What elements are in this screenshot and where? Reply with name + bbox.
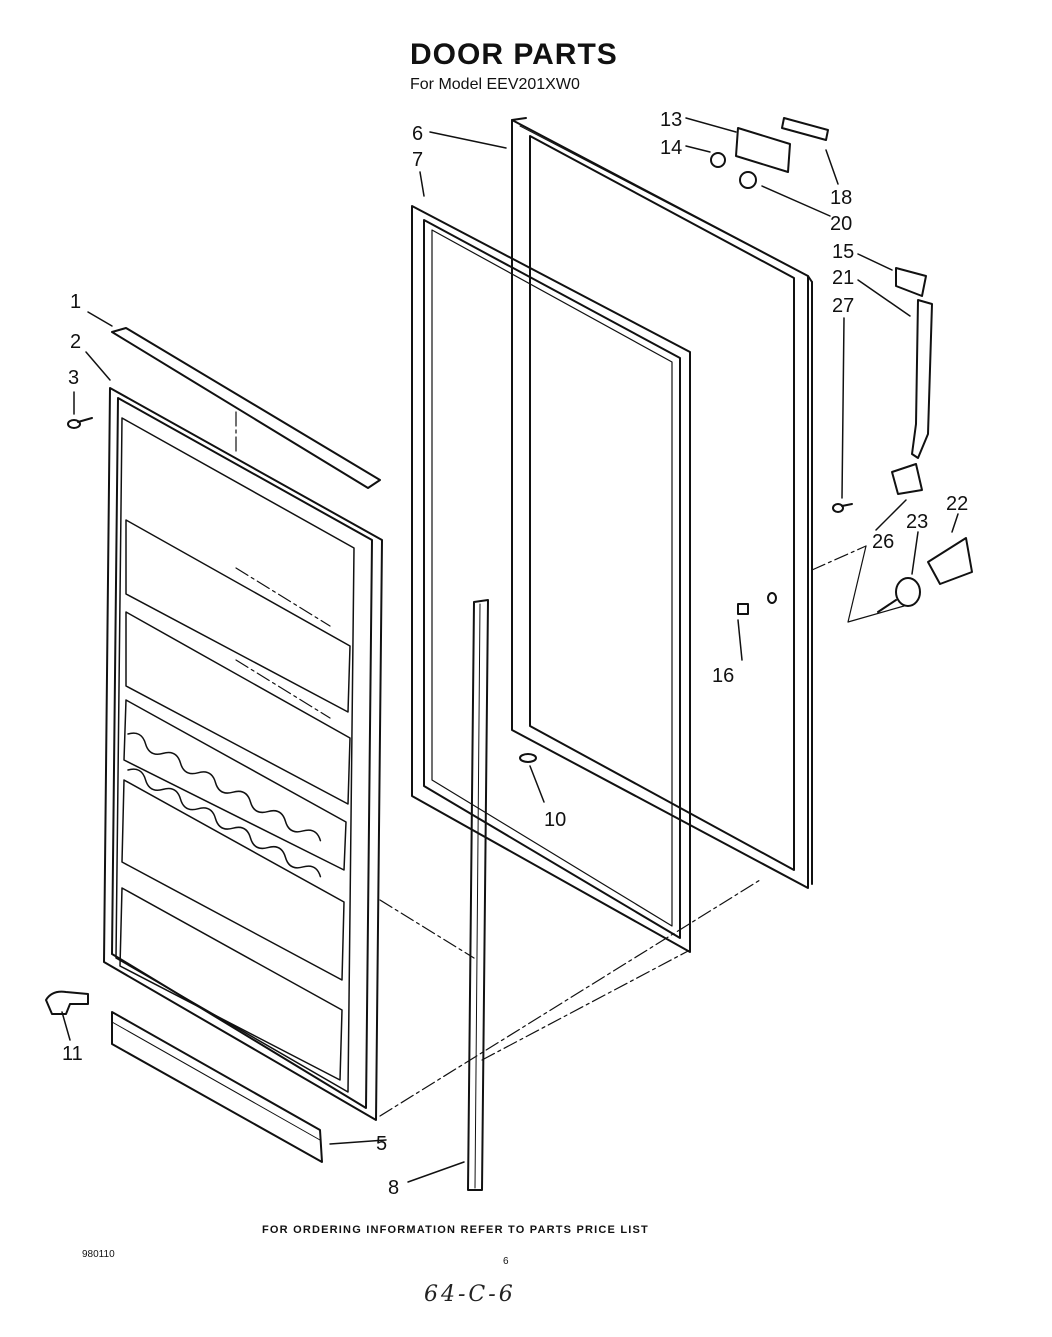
callout-label: 10 <box>544 809 566 831</box>
callout-label: 6 <box>412 123 423 145</box>
callout-label: 3 <box>68 367 79 389</box>
hinge-plate-assembly <box>710 117 829 189</box>
callout-label: 15 <box>832 241 854 263</box>
door-outer-panel <box>511 117 813 889</box>
callout-label: 23 <box>906 511 928 533</box>
bottom-trim-strip <box>111 1011 323 1163</box>
document-code: 980110 <box>82 1249 115 1260</box>
callout-label: 5 <box>376 1133 387 1155</box>
page-number: 6 <box>503 1256 509 1267</box>
handwritten-note: 64-C-6 <box>424 1282 516 1307</box>
callout-labels: 1 2 3 5 6 7 8 10 11 13 14 15 16 18 20 21… <box>62 109 968 1199</box>
callout-label: 2 <box>70 331 81 353</box>
callout-label: 26 <box>872 531 894 553</box>
model-subtitle: For Model EEV201XW0 <box>410 76 580 93</box>
callout-label: 8 <box>388 1177 399 1199</box>
small-bracket <box>737 592 777 615</box>
inner-door-liner <box>103 387 383 1121</box>
callout-label: 1 <box>70 291 81 313</box>
screw-part <box>67 417 93 429</box>
lock-and-key <box>847 537 973 623</box>
callout-label: 13 <box>660 109 682 131</box>
callout-label: 20 <box>830 213 852 235</box>
callout-label: 18 <box>830 187 852 209</box>
vertical-strip <box>467 599 489 1191</box>
alignment-lines <box>235 411 867 1117</box>
callout-label: 21 <box>832 267 854 289</box>
leader-lines <box>61 117 959 1183</box>
ordering-note: FOR ORDERING INFORMATION REFER TO PARTS … <box>262 1224 649 1236</box>
callout-label: 16 <box>712 665 734 687</box>
callout-label: 27 <box>832 295 854 317</box>
top-trim-strip <box>111 327 381 489</box>
door-gasket <box>411 205 691 953</box>
washer-part <box>519 753 537 763</box>
callout-label: 7 <box>412 149 423 171</box>
callout-label: 11 <box>62 1043 83 1065</box>
page-title: DOOR PARTS <box>410 38 618 71</box>
callout-label: 22 <box>946 493 968 515</box>
catch-part <box>832 463 923 513</box>
door-handle <box>895 267 933 459</box>
callout-label: 14 <box>660 137 682 159</box>
clip-part <box>45 990 89 1015</box>
